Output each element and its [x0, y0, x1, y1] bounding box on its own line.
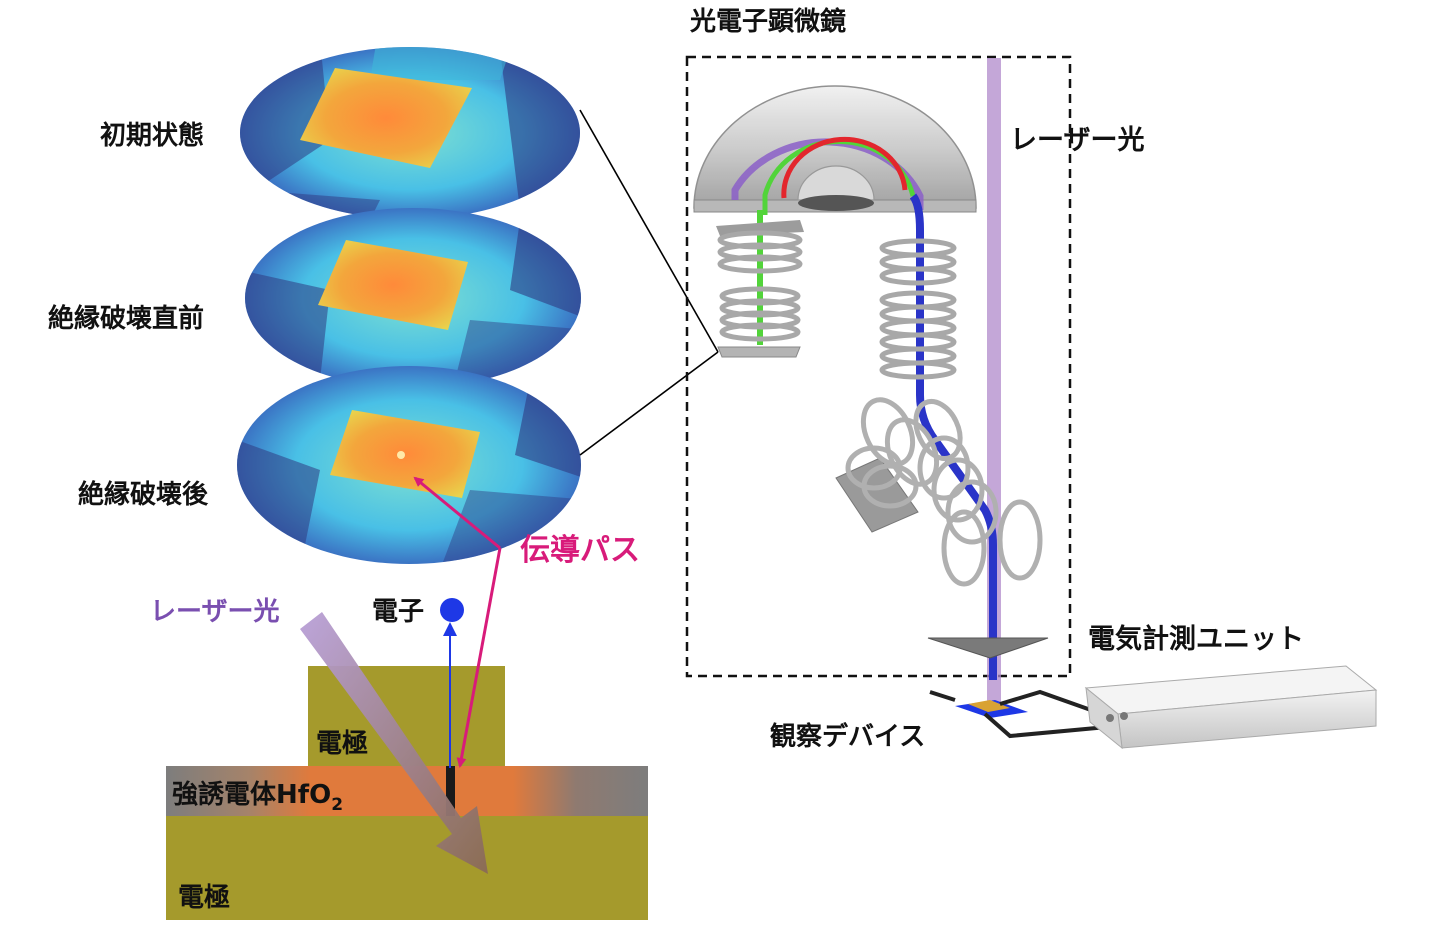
state-before-breakdown-label: 絶縁破壊直前	[48, 303, 204, 334]
electron-icon	[440, 598, 464, 622]
hfo2-layer	[166, 766, 648, 816]
state-initial-label: 初期状態	[100, 120, 204, 151]
top-electrode-label: 電極	[316, 729, 368, 759]
conduction-path-label: 伝導パス	[520, 533, 640, 568]
laser-left-label: レーザー光	[150, 597, 279, 627]
device-cross-section	[166, 598, 648, 920]
measurement-unit-box	[1084, 665, 1378, 750]
conduction-filament	[446, 766, 455, 816]
microscope-label: 光電子顕微鏡	[689, 6, 846, 37]
objective-lens	[927, 637, 1049, 659]
electron-label: 電子	[372, 597, 424, 627]
connector-line	[579, 109, 719, 353]
hemispherical-analyzer	[693, 85, 977, 215]
state-after-breakdown-label: 絶縁破壊後	[78, 479, 209, 510]
detector-coil-stack	[716, 210, 804, 358]
observed-device	[929, 689, 1119, 739]
connector-line	[579, 351, 719, 456]
bottom-electrode	[166, 816, 648, 920]
measurement-unit-label: 電気計測ユニット	[1088, 623, 1304, 655]
deflector-coils	[835, 397, 1043, 587]
laser-right-label: レーザー光	[1010, 125, 1144, 156]
bottom-electrode-label: 電極	[178, 883, 230, 913]
conduction-path-arrow-upper	[413, 476, 501, 550]
device-label: 観察デバイス	[770, 721, 925, 752]
laser-beam-arrow	[300, 612, 488, 874]
ferroelectric-label: 強誘電体HfO2	[172, 780, 343, 815]
microscope-boundary	[685, 55, 1072, 678]
conduction-path-arrow-lower	[456, 547, 502, 768]
electron-arrow-head	[443, 622, 457, 636]
peem-image-initial	[240, 47, 580, 219]
peem-image-after-breakdown	[237, 366, 581, 564]
lens-coil-stack	[879, 238, 957, 380]
